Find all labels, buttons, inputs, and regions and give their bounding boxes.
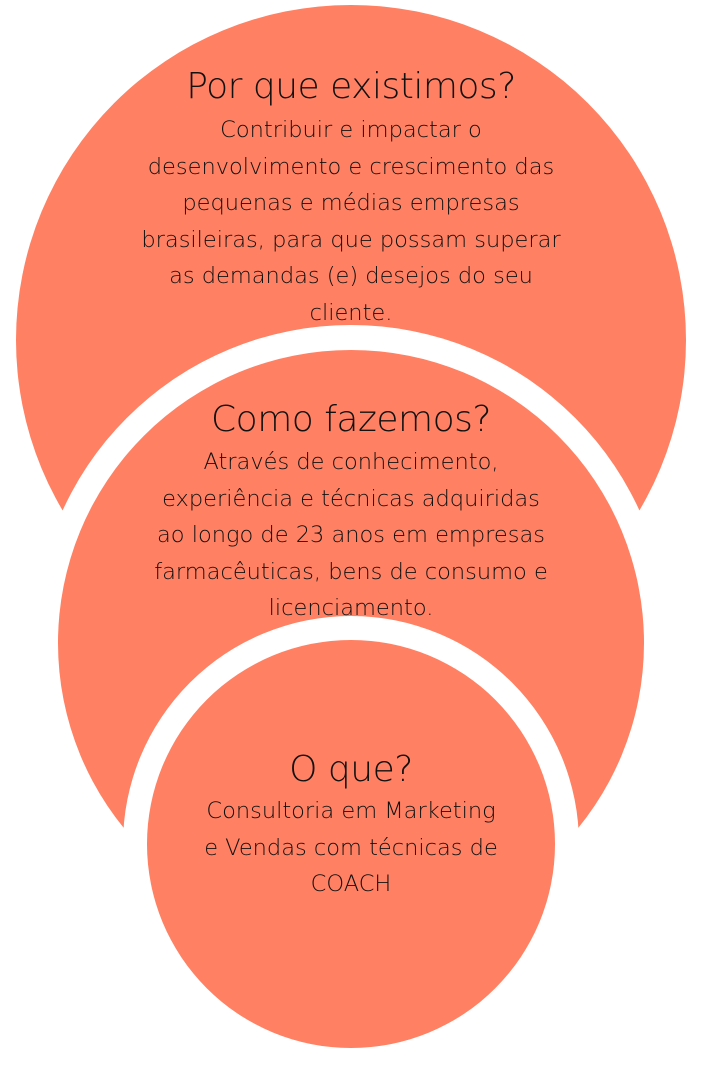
text-line: cliente. [309, 299, 393, 326]
inner-circle [147, 640, 555, 1048]
text-line: as demandas (e) desejos do seu [169, 263, 533, 289]
inner-description: Consultoria em Marketing e Vendas com té… [0, 793, 702, 903]
outer-title: Por que existimos? [186, 66, 516, 107]
middle-title: Como fazemos? [211, 399, 491, 440]
text-line: farmacêuticas, bens de consumo e [154, 558, 548, 585]
text-line: Através de conhecimento, [203, 449, 499, 475]
text-line: e Vendas com técnicas de [204, 834, 498, 861]
inner-title: O que? [289, 749, 413, 790]
text-line: brasileiras, para que possam superar [141, 226, 561, 253]
text-line: Consultoria em Marketing [206, 798, 496, 824]
text-line: desenvolvimento e crescimento das [147, 153, 555, 180]
outer-description: Contribuir e impactar o desenvolvimento … [0, 112, 702, 331]
middle-description: Através de conhecimento, experiência e t… [0, 444, 702, 627]
text-line: licenciamento. [268, 595, 434, 621]
text-line: Contribuir e impactar o [220, 117, 482, 143]
text-line: pequenas e médias empresas [182, 190, 520, 216]
text-line: COACH [310, 871, 392, 897]
text-line: experiência e técnicas adquiridas [162, 485, 540, 512]
text-line: ao longo de 23 anos em empresas [157, 522, 545, 548]
